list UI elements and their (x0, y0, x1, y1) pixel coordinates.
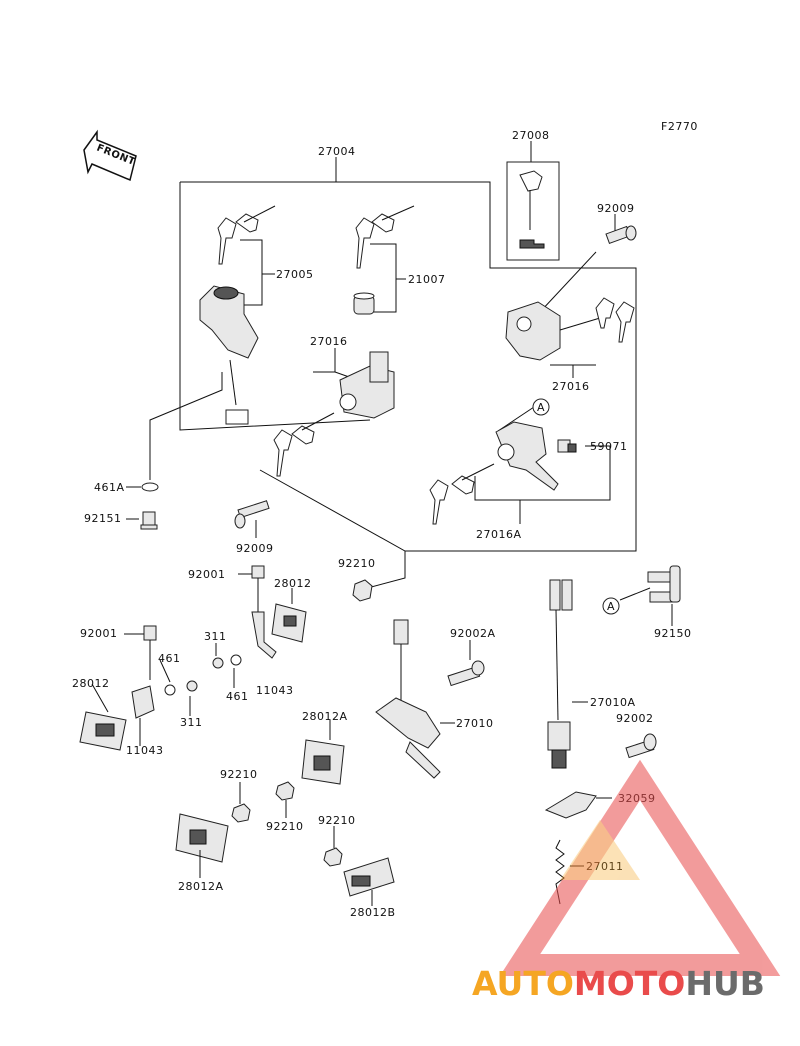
bolt-92002A (447, 640, 485, 687)
label-311-b: 311 (180, 716, 203, 729)
label-21007: 21007 (408, 273, 446, 286)
cap-21007 (353, 292, 375, 315)
label-27004: 27004 (318, 145, 356, 158)
label-27016-mid: 27016 (310, 335, 348, 348)
clip-59071 (557, 439, 577, 453)
bolt-92009-top (605, 225, 637, 245)
callout-a-top: A (537, 401, 545, 414)
key-pair-icon (217, 205, 276, 265)
front-arrow-icon: FRONT (83, 129, 137, 182)
label-461-a: 461 (158, 652, 181, 665)
label-92210-a: 92210 (338, 557, 376, 570)
watermark-auto: AUTO (472, 964, 574, 1003)
label-92210-d: 92210 (318, 814, 356, 827)
svg-text:AUTOMOTOHUB: AUTOMOTOHUB (472, 964, 765, 1003)
nut-washer-311-461-b (139, 659, 198, 746)
key-pair-icon (355, 205, 415, 269)
watermark-hub: HUB (685, 964, 765, 1003)
diagram-code: F2770 (661, 120, 698, 133)
bracket-11043-a (251, 611, 277, 659)
lock-27016A (495, 421, 559, 491)
label-461A: 461A (94, 481, 125, 494)
bolt-92002 (625, 733, 657, 759)
bracket-11043-b (131, 685, 155, 719)
label-28012-a: 28012 (274, 577, 312, 590)
reflector-28012A-b (175, 813, 229, 878)
reflector-28012B (343, 857, 395, 906)
helmet-lock-27016 (505, 301, 601, 361)
screw-92009-bottom (234, 500, 270, 529)
bolt-92001-b (124, 625, 157, 680)
label-92001-b: 92001 (80, 627, 118, 640)
label-59071: 59071 (590, 440, 628, 453)
label-27010: 27010 (456, 717, 494, 730)
nut-92210-b (231, 782, 251, 823)
watermark-logo: AUTOMOTOHUB (472, 759, 781, 1003)
triangle-logo-icon (499, 759, 781, 976)
label-28012B: 28012B (350, 906, 396, 919)
label-11043-b: 11043 (126, 744, 164, 757)
label-92002: 92002 (616, 712, 654, 725)
key-pair-icon (429, 463, 495, 525)
key-card-27008 (506, 141, 560, 261)
label-11043-a: 11043 (256, 684, 294, 697)
bolt-92001-a (238, 565, 265, 612)
key-pair-icon (595, 297, 635, 343)
key-pair-icon (273, 412, 335, 477)
part-labels: 27004 27008 92009 27005 21007 27016 2701… (72, 129, 692, 919)
label-92150: 92150 (654, 627, 692, 640)
label-92210-b: 92210 (220, 768, 258, 781)
label-311-a: 311 (204, 630, 227, 643)
washer-461A (141, 482, 159, 492)
nut-92210-d (323, 826, 343, 867)
bracket-32059 (544, 791, 612, 819)
callout-a-right: A (607, 600, 615, 613)
switch-27010A (547, 579, 588, 769)
switch-27010 (375, 619, 455, 779)
label-92210-c: 92210 (266, 820, 304, 833)
callout-circle (602, 597, 620, 615)
reflector-28012A-a (301, 720, 345, 785)
label-27005: 27005 (276, 268, 314, 281)
nut-92210-c (275, 781, 295, 818)
label-92001-a: 92001 (188, 568, 226, 581)
nut-washer-311-461-a (212, 643, 242, 688)
label-92002A: 92002A (450, 627, 496, 640)
callout-circle (532, 398, 550, 416)
label-461-b: 461 (226, 690, 249, 703)
label-92009-top: 92009 (597, 202, 635, 215)
label-27008: 27008 (512, 129, 550, 142)
label-27016A: 27016A (476, 528, 522, 541)
reflector-28012-b (79, 683, 127, 751)
label-27010A: 27010A (590, 696, 636, 709)
label-27016-right: 27016 (552, 380, 590, 393)
label-28012A-a: 28012A (302, 710, 348, 723)
ignition-switch-27005 (199, 285, 259, 425)
label-92151: 92151 (84, 512, 122, 525)
screw-92151 (140, 511, 158, 530)
nut-92210-a (352, 579, 373, 602)
seat-lock-27016 (339, 351, 395, 419)
label-28012-b: 28012 (72, 677, 110, 690)
watermark-moto: MOTO (574, 964, 685, 1003)
bolts-92150 (619, 565, 681, 626)
label-28012A-b: 28012A (178, 880, 224, 893)
reflector-28012-a (271, 588, 307, 643)
label-92009-bottom: 92009 (236, 542, 274, 555)
